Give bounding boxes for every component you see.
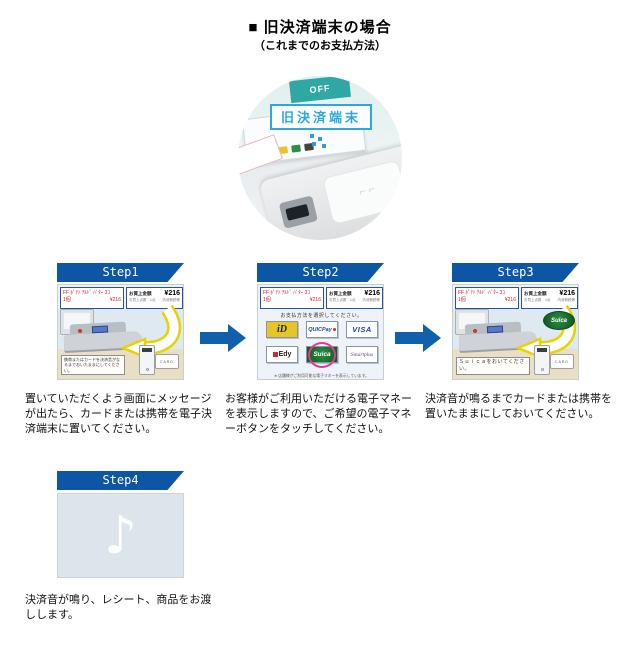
- edy-label: Edy: [278, 351, 292, 358]
- payment-button-suica: Suica: [306, 346, 338, 363]
- terminal-button: [472, 328, 478, 334]
- phone-icon: [534, 345, 550, 375]
- payment-button-quicpay: QUICPay: [306, 321, 338, 338]
- step3-card: Step3 FF ﾎﾟﾃﾄ ﾁﾙﾄﾞ ﾊﾞﾀｰ 3ｺ 1個 ¥216 お買上金額…: [452, 263, 579, 380]
- receipt-strip: FF ﾎﾟﾃﾄ ﾁﾙﾄﾞ ﾊﾞﾀｰ 3ｺ 1個 ¥216 お買上金額 ¥216 …: [260, 287, 383, 309]
- screen-message: Ｓｕｉｃａをおいてください。: [456, 357, 530, 375]
- receipt-item-price: ¥216: [504, 297, 516, 303]
- receipt-total-label: お買上金額: [329, 291, 352, 296]
- step1-header: Step1: [57, 263, 184, 282]
- step2-header: Step2: [257, 263, 384, 282]
- receipt-total-sub: お買上点数 1点 内消費税等: [329, 298, 380, 302]
- receipt-total-box: お買上金額 ¥216 お買上点数 1点 内消費税等: [521, 287, 578, 309]
- receipt-strip: FF ﾎﾟﾃﾄ ﾁﾙﾄﾞ ﾊﾞﾀｰ 3ｺ 1個 ¥216 お買上金額 ¥216 …: [60, 287, 183, 309]
- rakuten-mark-icon: [272, 352, 278, 357]
- payment-select-title: お支払方法を選択してください。: [280, 313, 363, 319]
- receipt-total-value: ¥216: [559, 290, 575, 297]
- receipt-item-qty: 1個: [458, 297, 466, 303]
- dotted-arrow-icon: [308, 134, 338, 150]
- receipt-item-box: FF ﾎﾟﾃﾄ ﾁﾙﾄﾞ ﾊﾞﾀｰ 3ｺ 1個 ¥216: [60, 287, 124, 309]
- quicpay-dot-icon: [332, 328, 336, 331]
- receipt-item-qty: 1個: [263, 297, 271, 303]
- receipt-total-value: ¥216: [364, 290, 380, 297]
- next-step-arrow-icon: [395, 324, 443, 352]
- receipt-item-line: FF ﾎﾟﾃﾄ ﾁﾙﾄﾞ ﾊﾞﾀｰ 3ｺ: [458, 290, 505, 296]
- step4-description: 決済音が鳴り、レシート、商品をお渡しします。: [25, 594, 212, 621]
- receipt-total-sub: お買上点数 1点 内消費税等: [129, 298, 180, 302]
- receipt-total-label: お買上金額: [524, 291, 547, 296]
- card-icon: CARD: [155, 354, 179, 369]
- quicpay-label: QUICPay: [308, 326, 332, 333]
- step3-illustration: FF ﾎﾟﾃﾄ ﾁﾙﾄﾞ ﾊﾞﾀｰ 3ｺ 1個 ¥216 お買上金額 ¥216 …: [452, 284, 579, 380]
- page-subtitle: （これまでのお支払方法）: [254, 40, 386, 52]
- step3-header: Step3: [452, 263, 579, 282]
- receipt-item-price: ¥216: [109, 297, 121, 303]
- card-slot-opening: [285, 203, 310, 221]
- step3-description: 決済音が鳴るまでカードまたは携帯を置いたままにしておいてください。: [425, 393, 612, 420]
- phone-icon: [139, 345, 155, 375]
- logo-chip: [291, 144, 301, 153]
- payment-button-edy: Edy: [266, 346, 298, 363]
- payment-button-smartplus: Smartplus: [346, 346, 378, 363]
- step4-card: Step4 ♪: [57, 471, 184, 578]
- photo-label: 旧決済端末: [270, 104, 372, 130]
- step4-illustration: ♪: [57, 493, 184, 578]
- nfc-mark-icon: ⌐﻿ ⌐: [358, 183, 377, 199]
- suica-badge: Suica: [543, 311, 575, 330]
- receipt-item-box: FF ﾎﾟﾃﾄ ﾁﾙﾄﾞ ﾊﾞﾀｰ 3ｺ 1個 ¥216: [260, 287, 324, 309]
- payment-select-screen: お支払方法を選択してください。 iD QUICPay VISA Edy Suic…: [258, 309, 383, 379]
- step1-illustration: FF ﾎﾟﾃﾄ ﾁﾙﾄﾞ ﾊﾞﾀｰ 3ｺ 1個 ¥216 お買上金額 ¥216 …: [57, 284, 184, 380]
- music-note-icon: ♪: [103, 505, 138, 566]
- card-icon: CARD: [550, 354, 574, 369]
- screen-message: 携帯またはカードを決済音がなるまでおいたままにしてください。: [61, 354, 125, 375]
- receipt-item-box: FF ﾎﾟﾃﾄ ﾁﾙﾄﾞ ﾊﾞﾀｰ 3ｺ 1個 ¥216: [455, 287, 519, 309]
- receipt-item-line: FF ﾎﾟﾃﾄ ﾁﾙﾄﾞ ﾊﾞﾀｰ 3ｺ: [63, 290, 110, 296]
- page-title: ■ 旧決済端末の場合: [248, 19, 392, 36]
- receipt-item-price: ¥216: [309, 297, 321, 303]
- payment-button-visa: VISA: [346, 321, 378, 338]
- receipt-total-value: ¥216: [164, 290, 180, 297]
- old-terminal-photo: OFF ⌐﻿ ⌐ 旧決済端末: [238, 76, 402, 240]
- receipt-total-sub: お買上点数 1点 内消費税等: [524, 298, 575, 302]
- step1-description: 置いていただくよう画面にメッセージが出たら、カードまたは携帯を電子決済端末に置い…: [25, 393, 212, 435]
- card-slot: [278, 195, 319, 229]
- next-step-arrow-icon: [200, 324, 248, 352]
- receipt-total-label: お買上金額: [129, 291, 152, 296]
- payment-select-note: ※ 店舗様がご利用可能な電子マネーを表示しています。: [274, 374, 369, 378]
- step2-description: お客様がご利用いただける電子マネーを表示しますので、ご希望の電子マネーボタンをタ…: [225, 393, 412, 435]
- step2-illustration: FF ﾎﾟﾃﾄ ﾁﾙﾄﾞ ﾊﾞﾀｰ 3ｺ 1個 ¥216 お買上金額 ¥216 …: [257, 284, 384, 380]
- payment-button-id: iD: [266, 321, 298, 338]
- receipt-item-line: FF ﾎﾟﾃﾄ ﾁﾙﾄﾞ ﾊﾞﾀｰ 3ｺ: [263, 290, 310, 296]
- receipt-item-qty: 1個: [63, 297, 71, 303]
- receipt-total-box: お買上金額 ¥216 お買上点数 1点 内消費税等: [126, 287, 183, 309]
- step4-header: Step4: [57, 471, 184, 490]
- receipt-strip: FF ﾎﾟﾃﾄ ﾁﾙﾄﾞ ﾊﾞﾀｰ 3ｺ 1個 ¥216 お買上金額 ¥216 …: [455, 287, 578, 309]
- receipt-total-box: お買上金額 ¥216 お買上点数 1点 内消費税等: [326, 287, 383, 309]
- nfc-pad: ⌐﻿ ⌐: [321, 159, 402, 225]
- step2-card: Step2 FF ﾎﾟﾃﾄ ﾁﾙﾄﾞ ﾊﾞﾀｰ 3ｺ 1個 ¥216 お買上金額…: [257, 263, 384, 380]
- terminal-button: [77, 328, 83, 334]
- step1-card: Step1 FF ﾎﾟﾃﾄ ﾁﾙﾄﾞ ﾊﾞﾀｰ 3ｺ 1個 ¥216 お買上金額…: [57, 263, 184, 380]
